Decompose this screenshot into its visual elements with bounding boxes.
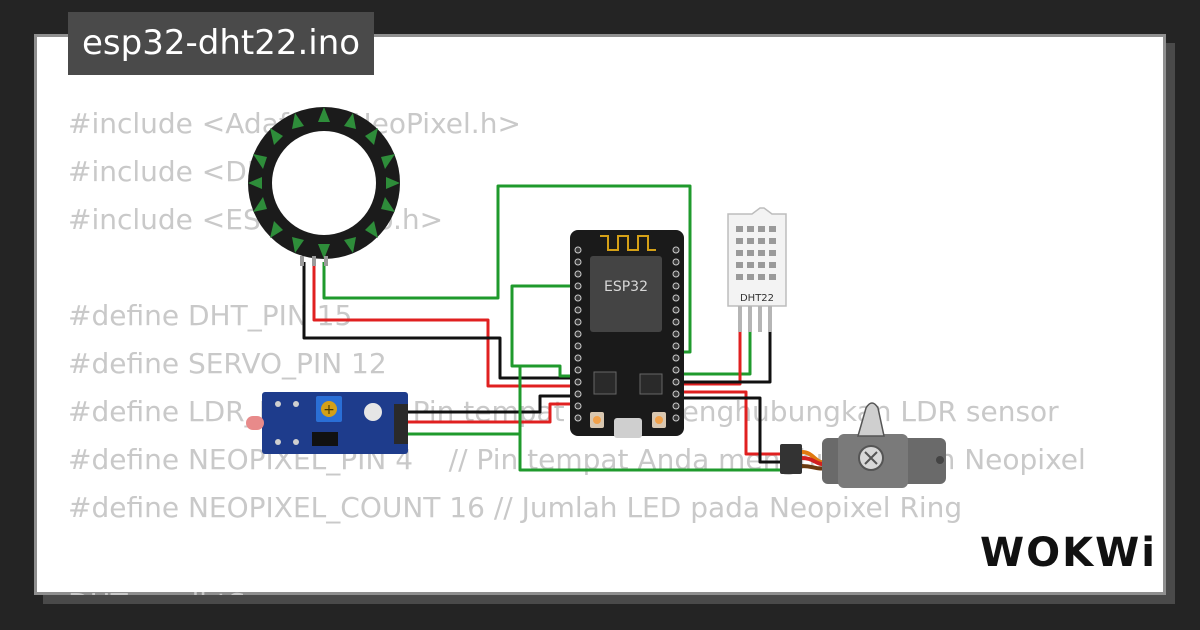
- file-title: esp32-dht22.ino: [68, 12, 375, 75]
- dht22-sensor[interactable]: DHT22: [727, 207, 787, 332]
- esp32-pins: [574, 246, 680, 422]
- wire-red: [678, 332, 742, 386]
- wire-black: [302, 262, 576, 380]
- wire-green: [518, 434, 780, 472]
- code-background: #include <Adafruit_NeoPixel.h> #include …: [68, 100, 1132, 595]
- code-line: DHTesp dhtSensor;: [68, 580, 1132, 595]
- code-line: #define DHT_PIN 15: [68, 299, 353, 332]
- wokwi-logo: WOKWi: [980, 530, 1157, 576]
- wire-black: [408, 394, 576, 414]
- wires: [302, 184, 780, 472]
- wire-green: [322, 184, 692, 354]
- led-segments: [248, 107, 400, 259]
- wire-red: [408, 402, 576, 424]
- wire-red: [678, 390, 780, 456]
- servo-motor[interactable]: [780, 402, 946, 488]
- wire-green: [510, 284, 576, 368]
- ldr-holes: [275, 401, 299, 445]
- code-line: #define NEOPIXEL_COUNT 16 // Jumlah LED …: [68, 491, 963, 524]
- wire-black: [678, 332, 772, 384]
- svg-text:+: +: [323, 402, 335, 418]
- wire-green: [408, 364, 576, 436]
- dht22-vents: [736, 226, 776, 280]
- esp32-label: ESP32: [604, 279, 648, 295]
- esp32-board[interactable]: ESP32: [570, 230, 684, 438]
- code-line: #define SERVO_PIN 12: [68, 347, 387, 380]
- wire-black: [678, 396, 780, 464]
- neopixel-ring[interactable]: [248, 107, 400, 266]
- wire-green: [678, 332, 752, 376]
- ldr-module[interactable]: +: [246, 392, 408, 454]
- wire-red: [312, 262, 576, 388]
- dht22-label: DHT22: [740, 293, 774, 304]
